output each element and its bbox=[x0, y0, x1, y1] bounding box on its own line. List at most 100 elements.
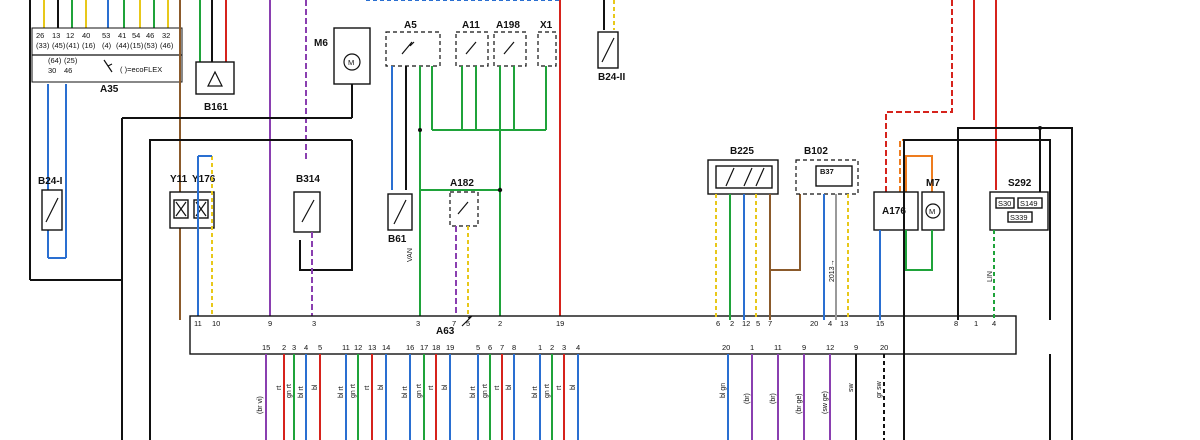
a63-bpin-3: 3 bbox=[292, 343, 296, 352]
a63-top-pins: 11 10 9 3 3 7 5 2 19 6 2 12 5 7 20 4 13 … bbox=[194, 319, 996, 328]
a63-bpin-1: 1 bbox=[538, 343, 542, 352]
a63-bpin-20b: 20 bbox=[880, 343, 888, 352]
a5-module: A5 VAN bbox=[385, 20, 441, 320]
a63-tpin-8: 8 bbox=[954, 319, 958, 328]
a63-bpin-5: 5 bbox=[318, 343, 322, 352]
a176-label: A176 bbox=[882, 206, 906, 217]
wl-b18: gn rt bbox=[544, 384, 551, 398]
a35-pin-46: 46 bbox=[146, 31, 154, 40]
b225-label: B225 bbox=[730, 146, 754, 157]
wl-b3: bl rt bbox=[298, 386, 305, 398]
a63-bpin-18: 18 bbox=[432, 343, 440, 352]
wl-b8: bl bbox=[378, 384, 385, 390]
a63-bpin-8: 8 bbox=[512, 343, 516, 352]
a198-label: A198 bbox=[496, 20, 520, 31]
a63-bpin-11b: 11 bbox=[774, 343, 782, 352]
a63-bpin-1b: 1 bbox=[750, 343, 754, 352]
wl-b7: rt bbox=[364, 386, 371, 390]
a63-tpin-4: 4 bbox=[828, 319, 832, 328]
lin-label: LIN bbox=[987, 271, 994, 282]
b161-label: B161 bbox=[204, 102, 228, 113]
a35-label: A35 bbox=[100, 84, 119, 95]
wl-b26: sw bbox=[848, 383, 855, 393]
bottom-wire-labels: (br vi) rt gn rt bl rt bl bl rt gn rt rt… bbox=[257, 380, 883, 414]
a63-tpin-9: 9 bbox=[268, 319, 272, 328]
b61-circuit: B61 bbox=[387, 193, 413, 245]
a63-bpin-17: 17 bbox=[420, 343, 428, 352]
wl-b13: bl rt bbox=[470, 386, 477, 398]
wl-b17: bl rt bbox=[532, 386, 539, 398]
a63-tpin-13: 13 bbox=[840, 319, 848, 328]
a198-module: A198 bbox=[493, 20, 527, 320]
a35-eco-label: ( )=ecoFLEX bbox=[120, 65, 162, 74]
b314-label: B314 bbox=[296, 174, 320, 185]
a63-bpin-19: 19 bbox=[446, 343, 454, 352]
b225-module: B225 bbox=[707, 146, 801, 320]
a63-bottom-wires bbox=[265, 354, 1051, 440]
wl-b20: bl bbox=[570, 384, 577, 390]
a182-module: A182 bbox=[449, 178, 479, 320]
a63-tpin-3: 3 bbox=[312, 319, 316, 328]
a63-tpin-3b: 3 bbox=[416, 319, 420, 328]
a35-eco-15: (15) bbox=[130, 41, 144, 50]
a35-eco-4: (4) bbox=[102, 41, 112, 50]
a182-label: A182 bbox=[450, 178, 474, 189]
b314-circuit: B314 bbox=[293, 174, 321, 320]
a63-bpin-13: 13 bbox=[368, 343, 376, 352]
a63-bpin-5b: 5 bbox=[476, 343, 480, 352]
a63-tpin-7: 7 bbox=[452, 319, 456, 328]
a63-bpin-12b: 12 bbox=[826, 343, 834, 352]
wl-b27: gr sw bbox=[876, 380, 883, 398]
a35-mid-25: (25) bbox=[64, 56, 78, 65]
svg-text:M: M bbox=[929, 207, 935, 216]
y11-y176-circuit: Y11 Y176 bbox=[169, 155, 216, 320]
a35-pin-26: 26 bbox=[36, 31, 44, 40]
a35-module: 26 13 12 40 53 41 54 46 32 (33) (45) (41… bbox=[31, 27, 183, 95]
m6-label: M6 bbox=[314, 38, 328, 49]
wl-b10: gn rt bbox=[416, 384, 423, 398]
a35-eco-44: (44) bbox=[116, 41, 130, 50]
a63-tpin-2: 2 bbox=[498, 319, 502, 328]
wl-b2: gn rt bbox=[286, 384, 293, 398]
a35-eco-46: (46) bbox=[160, 41, 174, 50]
a63-tpin-12: 12 bbox=[742, 319, 750, 328]
a63-bpin-4: 4 bbox=[304, 343, 308, 352]
a63-tpin-5b: 5 bbox=[756, 319, 760, 328]
wl-b9: bl rt bbox=[402, 386, 409, 398]
a63-bpin-6: 6 bbox=[488, 343, 492, 352]
a35-pin-54: 54 bbox=[132, 31, 140, 40]
wl-b6: gn rt bbox=[350, 384, 357, 398]
a11-label: A11 bbox=[462, 20, 480, 31]
a63-bpin-7: 7 bbox=[500, 343, 504, 352]
a63-bpin-9b: 9 bbox=[854, 343, 858, 352]
wl-b1: rt bbox=[276, 386, 283, 390]
wl-b22: (br) bbox=[744, 393, 751, 404]
b24-ii-label: B24-II bbox=[598, 72, 625, 83]
s149-label: S149 bbox=[1020, 199, 1038, 208]
a63-tpin-11: 11 bbox=[194, 319, 202, 328]
wl-b16: bl bbox=[506, 384, 513, 390]
a63-tpin-4b: 4 bbox=[992, 319, 996, 328]
s339-label: S339 bbox=[1010, 213, 1028, 222]
wl-b15: rt bbox=[494, 386, 501, 390]
b24-i-label: B24-I bbox=[38, 176, 63, 187]
a35-mid-64: (64) bbox=[48, 56, 62, 65]
a63-tpin-10: 10 bbox=[212, 319, 220, 328]
a63-bpin-11: 11 bbox=[342, 343, 350, 352]
wl-b0: (br vi) bbox=[257, 396, 264, 414]
wl-b19: rt bbox=[556, 386, 563, 390]
m6-circuit: M M6 bbox=[121, 27, 371, 440]
a35-pin-32: 32 bbox=[162, 31, 170, 40]
van-label-a5: VAN bbox=[407, 248, 414, 262]
svg-text:M: M bbox=[348, 58, 354, 67]
wl-b21: bl gn bbox=[720, 383, 727, 398]
a63-bpin-3b: 3 bbox=[562, 343, 566, 352]
s292-module: S292 S30 S149 S339 LIN bbox=[903, 126, 1073, 440]
a63-bpin-16: 16 bbox=[406, 343, 414, 352]
a63-tpin-7b: 7 bbox=[768, 319, 772, 328]
b161-sensor bbox=[195, 61, 235, 95]
b24-i-circuit: B24-I bbox=[29, 0, 122, 281]
a35-mid-30: 30 bbox=[48, 66, 56, 75]
a63-label: A63 bbox=[436, 326, 455, 337]
a63-bpin-9: 9 bbox=[802, 343, 806, 352]
